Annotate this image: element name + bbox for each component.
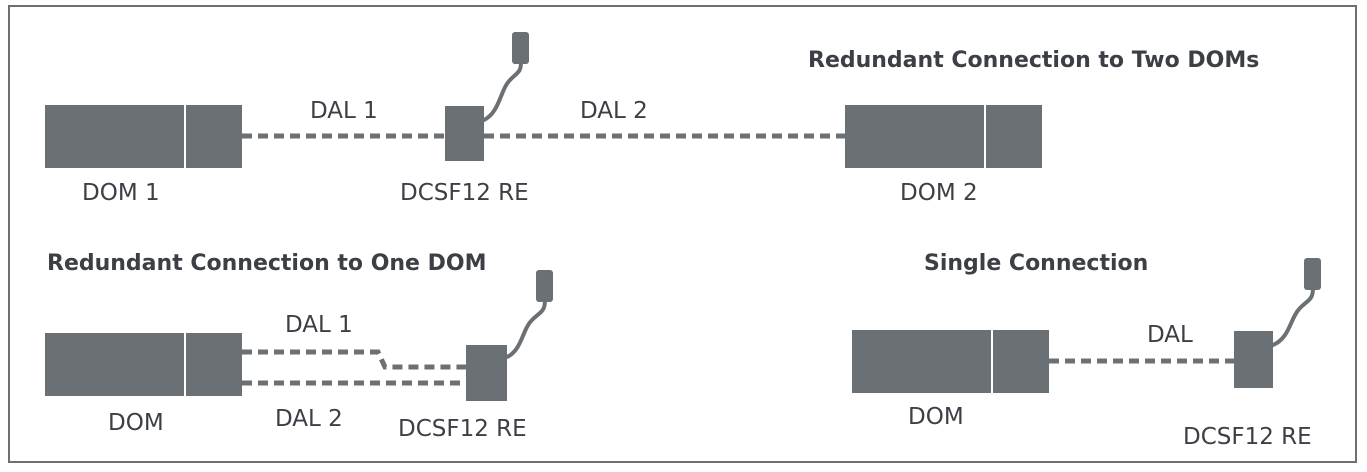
dcsf12-device bbox=[466, 270, 553, 401]
dal1-link bbox=[242, 349, 466, 370]
section-title-single: Single Connection bbox=[924, 251, 1148, 276]
dcsf12-label: DCSF12 RE bbox=[1183, 424, 1312, 450]
dal2-label: DAL 2 bbox=[580, 98, 648, 124]
dal-label: DAL bbox=[1147, 322, 1193, 348]
dal2-label: DAL 2 bbox=[275, 406, 343, 432]
section-title-one-dom: Redundant Connection to One DOM bbox=[47, 251, 487, 276]
section-single: Single Connection DOM DAL DCSF12 RE bbox=[852, 251, 1321, 450]
dal1-label: DAL 1 bbox=[285, 312, 353, 338]
dom1-unit bbox=[45, 105, 242, 168]
dom2-label: DOM 2 bbox=[900, 180, 978, 206]
dom-label: DOM bbox=[108, 410, 164, 436]
dcsf12-device bbox=[445, 32, 529, 161]
dom1-label: DOM 1 bbox=[82, 180, 160, 206]
dom2-unit bbox=[845, 105, 1042, 168]
section-title-two-doms: Redundant Connection to Two DOMs bbox=[808, 48, 1259, 73]
dom-unit bbox=[45, 333, 242, 396]
dom-label: DOM bbox=[908, 404, 964, 430]
dcsf12-device bbox=[1234, 258, 1321, 388]
dom-unit bbox=[852, 330, 1049, 393]
dcsf12-label: DCSF12 RE bbox=[400, 180, 529, 206]
section-one-dom: Redundant Connection to One DOM DOM DAL … bbox=[45, 251, 553, 442]
dal1-label: DAL 1 bbox=[310, 98, 378, 124]
section-two-doms: Redundant Connection to Two DOMs DOM 1 D… bbox=[45, 32, 1259, 206]
dcsf12-label: DCSF12 RE bbox=[398, 416, 527, 442]
